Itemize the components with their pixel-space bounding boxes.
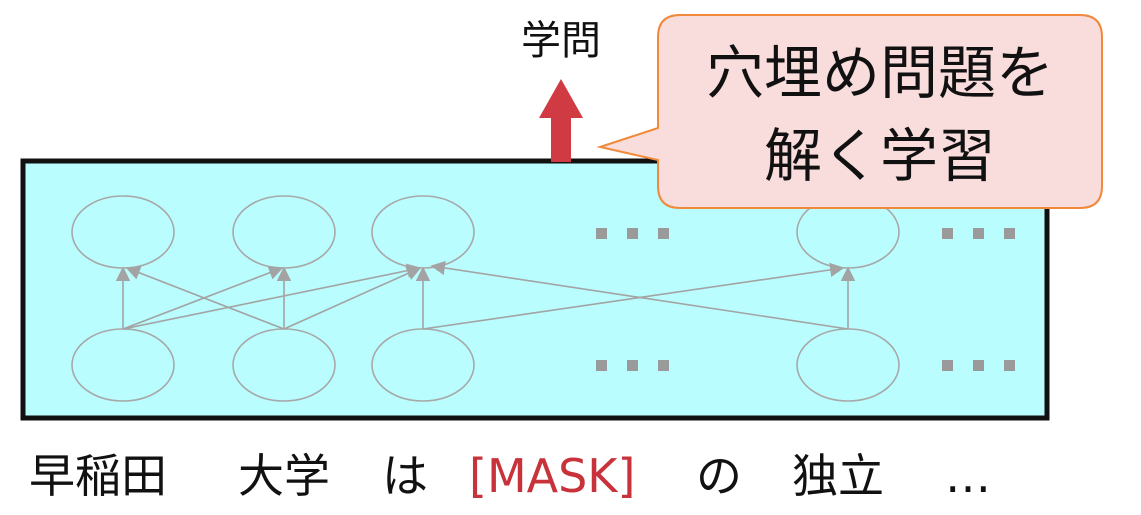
ellipsis-dots (596, 228, 1015, 371)
ellipsis-upper-right (942, 228, 1015, 239)
output-arrow-icon (539, 79, 583, 162)
edge (122, 263, 422, 330)
ellipsis-lower-right (942, 360, 1015, 371)
attention-edges (115, 260, 856, 330)
edge (422, 262, 845, 330)
token: 大学 (238, 449, 330, 503)
token: 早稲田 (29, 449, 167, 503)
edge (122, 265, 284, 330)
edge (430, 260, 849, 330)
token-mask: [MASK] (469, 449, 635, 503)
token: … (945, 449, 991, 503)
edge (125, 265, 285, 330)
ellipsis-lower-mid (596, 360, 669, 371)
callout-line-1: 穴埋め問題を (706, 39, 1054, 107)
token: は (382, 449, 428, 503)
ellipsis-upper-mid (596, 228, 669, 239)
input-tokens: 早稲田 大学 は [MASK] の 独立 … (29, 449, 991, 503)
token: の (696, 449, 742, 503)
output-label: 学問 (521, 18, 601, 64)
callout-line-2: 解く学習 (764, 122, 996, 190)
edge (283, 266, 422, 330)
callout-bubble: 穴埋め問題を 解く学習 (596, 14, 1103, 209)
token: 独立 (792, 449, 884, 503)
